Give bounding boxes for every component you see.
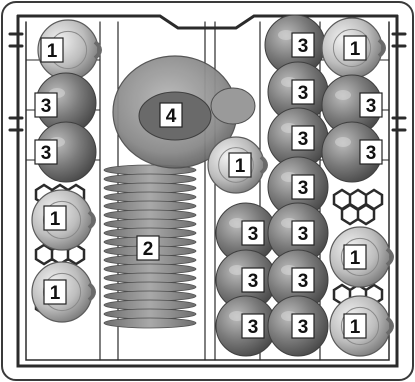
item-number: 1 [50,283,61,304]
item-label: 1 [41,38,63,62]
plate [104,282,196,292]
item-number: 1 [50,209,61,230]
item-label: 3 [242,314,264,338]
item-label: 3 [242,268,264,292]
item-label: 1 [344,245,366,269]
plate [104,309,196,319]
item-number: 3 [298,271,309,292]
item-number: 3 [41,143,52,164]
item-label: 3 [292,175,314,199]
item-label: 3 [292,33,314,57]
item-number: 3 [298,129,309,150]
item-label: 4 [160,103,182,127]
item-label: 1 [44,280,66,304]
item-label: 3 [292,314,314,338]
plate [104,183,196,193]
plate [104,219,196,229]
item-number: 3 [298,36,309,57]
item-label: 3 [242,221,264,245]
item-label: 3 [360,93,382,117]
item-label: 2 [137,236,159,260]
item-number: 3 [248,271,259,292]
plate [104,201,196,211]
plate [104,291,196,301]
item-label: 3 [292,268,314,292]
item-number: 1 [235,156,246,177]
item-number: 3 [248,317,259,338]
plate [104,210,196,220]
item-number: 3 [248,224,259,245]
item-label: 3 [292,221,314,245]
item-label: 1 [44,206,66,230]
item-number: 1 [350,317,361,338]
item-number: 4 [166,106,177,127]
item-number: 3 [41,96,52,117]
item-number: 1 [350,248,361,269]
plate [104,192,196,202]
item-label: 1 [344,36,366,60]
item-label: 3 [35,140,57,164]
item-number: 1 [350,39,361,60]
item-label: 3 [360,140,382,164]
plate [104,264,196,274]
item-label: 3 [35,93,57,117]
plate [104,318,196,328]
item-label: 3 [292,126,314,150]
item-number: 3 [298,317,309,338]
plate [104,300,196,310]
plate [104,273,196,283]
item-label: 3 [292,80,314,104]
item-label: 1 [344,314,366,338]
item-number: 1 [47,41,58,62]
item-number: 3 [366,143,377,164]
item-number: 3 [298,178,309,199]
item-number: 2 [143,239,154,260]
item-number: 3 [366,96,377,117]
item-number: 3 [298,224,309,245]
plate [104,174,196,184]
item-number: 3 [298,83,309,104]
item-label: 1 [229,153,251,177]
